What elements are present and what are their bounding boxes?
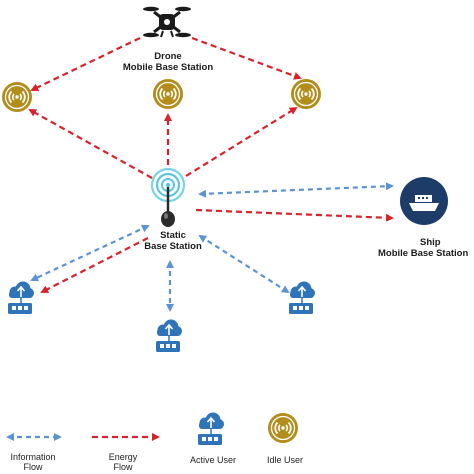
information-flow-arrow	[30, 224, 150, 282]
legend-energy-flow-label: Energy Flow	[98, 452, 148, 472]
ship-label-line2: Mobile Base Station	[378, 247, 469, 259]
legend-energy-line1: Energy	[108, 452, 138, 462]
legend-active-user-label: Active User	[182, 455, 244, 465]
static-base-station-label: Static Base Station	[138, 230, 208, 252]
idle-user-icon	[290, 78, 322, 110]
drone-icon	[143, 6, 191, 38]
ship-icon	[400, 177, 448, 225]
legend-active-user-icon	[197, 411, 225, 446]
legend-idle-user-icon	[267, 412, 299, 444]
static-label-line2: Base Station	[144, 240, 202, 252]
legend-information-line2: Flow	[23, 462, 43, 473]
idle-user-icon	[1, 81, 33, 113]
active-user-icon	[155, 318, 183, 353]
legend-energy-line2: Flow	[113, 462, 133, 473]
idle-user-icon	[152, 78, 184, 110]
energy-flow-arrow	[191, 36, 302, 80]
legend-active-user-text: Active User	[189, 455, 236, 465]
active-user-icon	[288, 280, 316, 315]
legend-information-flow-label: Information Flow	[4, 452, 62, 472]
energy-flow-arrow	[195, 208, 394, 222]
energy-flow-arrow	[40, 237, 149, 293]
legend-idle-user-label: Idle User	[260, 455, 310, 465]
legend-information-line1: Information	[10, 452, 56, 462]
active-user-icon	[7, 280, 35, 315]
information-flow-arrow	[198, 182, 394, 198]
energy-flow-arrow	[28, 109, 153, 179]
drone-label: Drone Mobile Base Station	[104, 51, 232, 73]
information-flow-arrow	[198, 234, 290, 294]
legend-idle-user-text: Idle User	[266, 455, 303, 465]
ship-label-line1: Ship	[420, 238, 441, 248]
drone-label-line1: Drone	[154, 51, 182, 62]
energy-flow-arrow	[185, 106, 298, 177]
static-label-line1: Static	[160, 230, 186, 241]
drone-label-line2: Mobile Base Station	[122, 61, 214, 73]
ship-label: Ship Mobile Base Station	[378, 238, 474, 259]
antenna-tower-icon	[150, 167, 186, 227]
